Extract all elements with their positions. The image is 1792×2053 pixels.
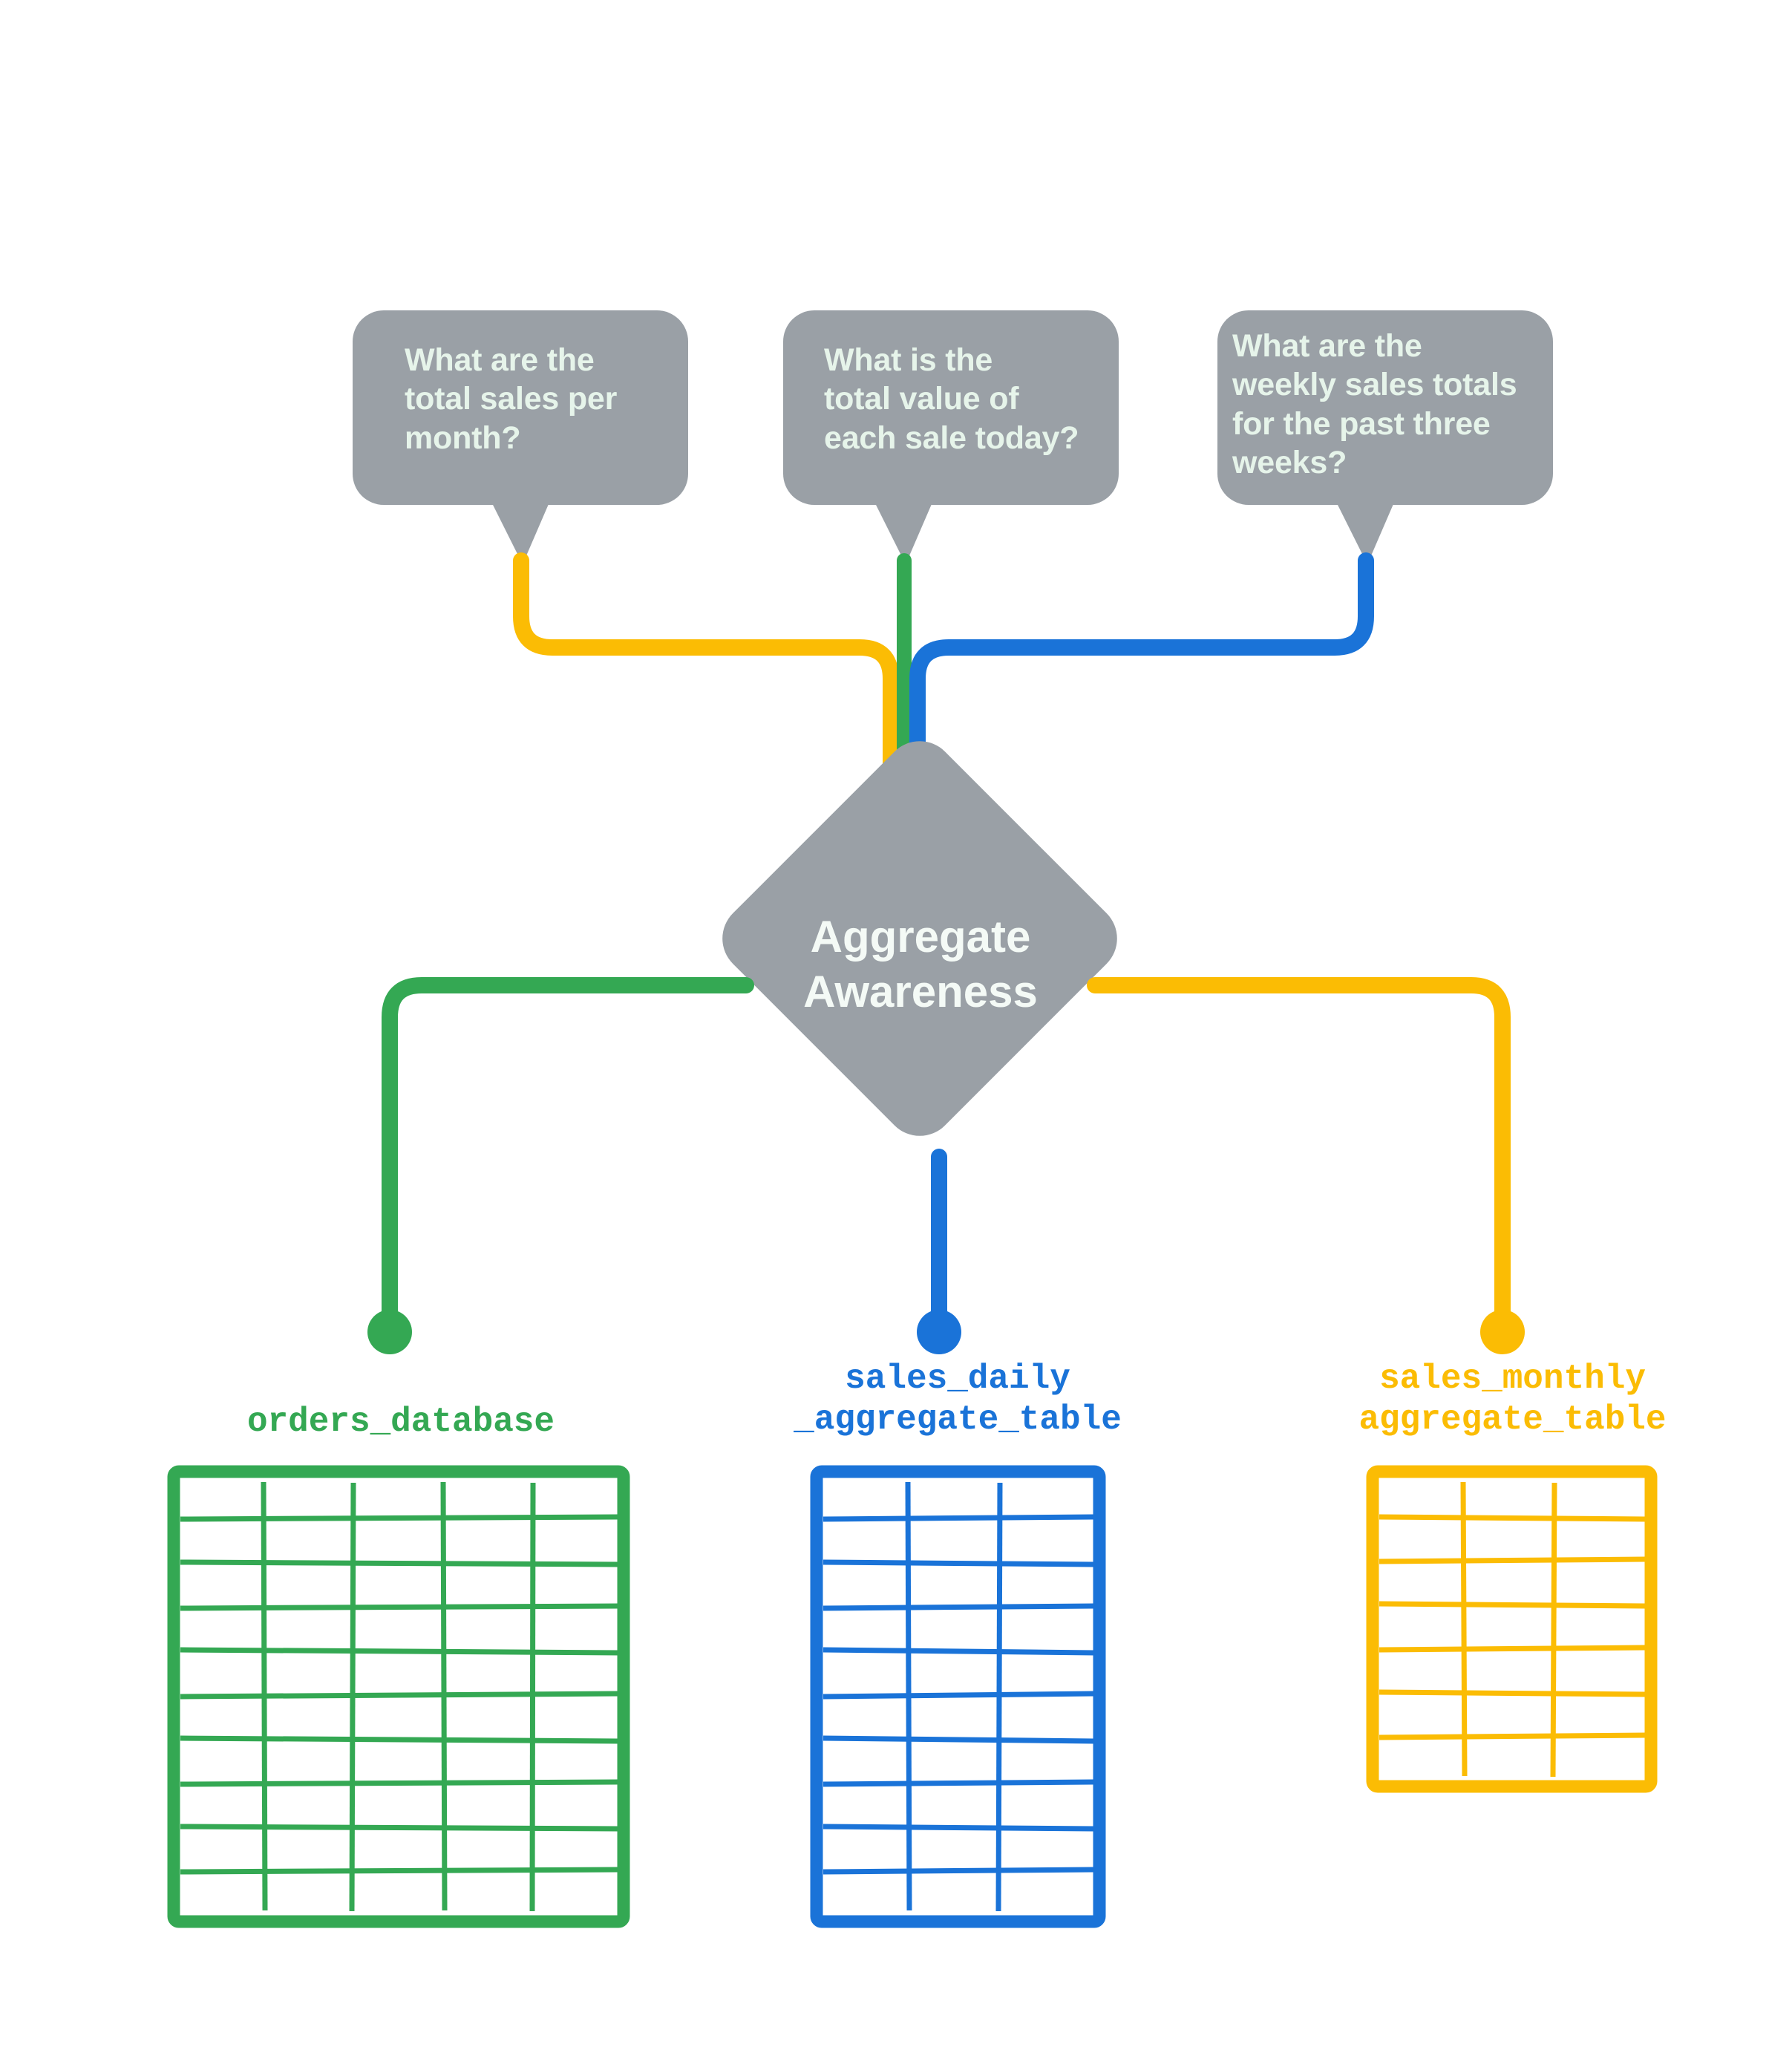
aggregate-awareness-label: Aggregate Awareness — [803, 912, 1038, 1017]
endpoint-dot-green — [367, 1310, 412, 1354]
speech-bubble-weekly — [1217, 310, 1553, 564]
connector-green-bottom — [382, 977, 754, 1322]
table-label-sales-monthly-aggregate: sales_monthly aggregate_table — [1358, 1360, 1667, 1440]
table-sales-daily-aggregate[interactable] — [810, 1465, 1106, 1928]
aggregate-awareness-diamond[interactable] — [707, 726, 1131, 1150]
table-label-sales-daily-aggregate: sales_daily _aggregate_table — [794, 1360, 1122, 1440]
connector-yellow-bottom — [1087, 977, 1511, 1322]
endpoint-dot-blue — [917, 1310, 961, 1354]
table-label-orders-database: orders_database — [246, 1403, 555, 1441]
connector-blue-top — [909, 552, 1374, 795]
endpoint-dot-yellow — [1480, 1310, 1525, 1354]
speech-bubble-monthly-text: What are the total sales per month? — [405, 342, 618, 456]
speech-bubble-monthly — [353, 310, 688, 564]
speech-bubble-daily-text: What is the total value of each sale tod… — [824, 342, 1079, 456]
speech-bubble-weekly-text: What are the weekly sales totals for the… — [1232, 328, 1517, 481]
table-orders-database[interactable] — [167, 1465, 630, 1928]
connector-yellow-top — [513, 552, 899, 795]
table-sales-monthly-aggregate[interactable] — [1366, 1465, 1658, 1793]
speech-bubble-daily — [783, 310, 1119, 564]
